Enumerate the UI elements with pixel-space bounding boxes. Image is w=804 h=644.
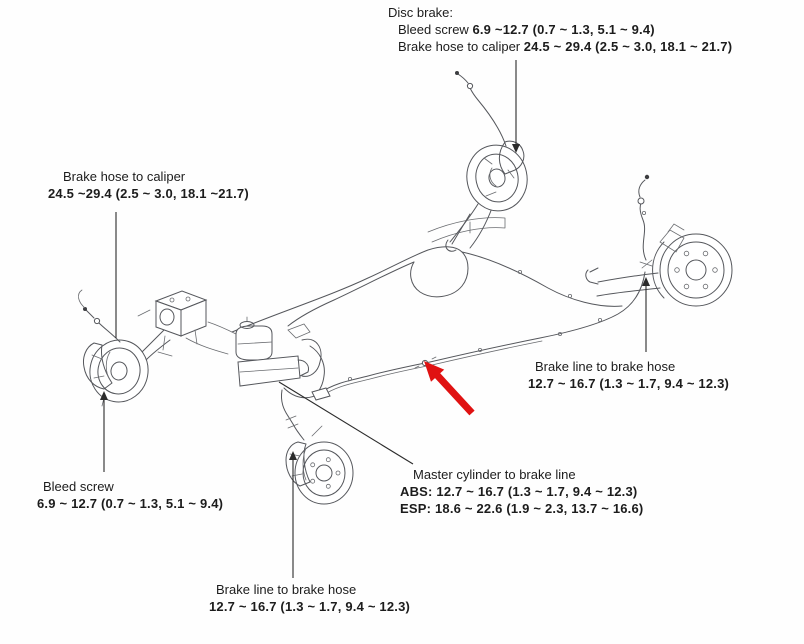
bleed-screw-title: Bleed screw — [43, 479, 114, 494]
label-front-hose: Brake hose to caliper 24.5 ~29.4 (2.5 ~ … — [48, 168, 249, 202]
label-rear-right-line: Brake line to brake hose 12.7 ~ 16.7 (1.… — [528, 358, 729, 392]
rear-left-disc-brake — [285, 415, 354, 505]
label-master-cylinder: Master cylinder to brake line ABS: 12.7 … — [400, 466, 643, 517]
front-right-disc-brake — [445, 71, 528, 252]
disc-brake-hose-text: Brake hose to caliper — [398, 39, 521, 54]
disc-brake-bleed-text: Bleed screw — [398, 22, 469, 37]
front-hose-torque: 24.5 ~29.4 (2.5 ~ 3.0, 18.1 ~21.7) — [48, 186, 249, 201]
red-arrow-icon — [424, 361, 475, 416]
front-left-disc-brake — [78, 289, 171, 407]
disc-brake-bleed-torque: 6.9 ~12.7 (0.7 ~ 1.3, 5.1 ~ 9.4) — [472, 22, 655, 37]
leader-lines — [100, 60, 650, 578]
master-cylinder-abs-torque: ABS: 12.7 ~ 16.7 (1.3 ~ 1.7, 9.4 ~ 12.3) — [400, 484, 638, 499]
bleed-screw-torque: 6.9 ~ 12.7 (0.7 ~ 1.3, 5.1 ~ 9.4) — [37, 496, 224, 511]
rear-right-line-torque: 12.7 ~ 16.7 (1.3 ~ 1.7, 9.4 ~ 12.3) — [528, 376, 730, 391]
front-hose-title: Brake hose to caliper — [63, 169, 186, 184]
master-cylinder-assembly — [235, 316, 331, 401]
disc-brake-hose-torque: 24.5 ~ 29.4 (2.5 ~ 3.0, 18.1 ~ 21.7) — [523, 39, 733, 54]
abs-hecu-unit — [137, 290, 208, 357]
disc-brake-title: Disc brake: — [388, 5, 454, 20]
rear-right-drum-brake — [585, 174, 733, 307]
rear-left-line-title: Brake line to brake hose — [216, 582, 357, 597]
master-cylinder-esp-torque: ESP: 18.6 ~ 22.6 (1.9 ~ 2.3, 13.7 ~ 16.6… — [400, 501, 644, 516]
rear-left-line-torque: 12.7 ~ 16.7 (1.3 ~ 1.7, 9.4 ~ 12.3) — [209, 599, 411, 614]
label-bleed-screw: Bleed screw 6.9 ~ 12.7 (0.7 ~ 1.3, 5.1 ~… — [37, 478, 223, 512]
rear-right-line-title: Brake line to brake hose — [535, 359, 676, 374]
label-disc-brake: Disc brake: Bleed screw 6.9 ~12.7 (0.7 ~… — [388, 4, 732, 55]
label-rear-left-line: Brake line to brake hose 12.7 ~ 16.7 (1.… — [209, 581, 410, 615]
master-cylinder-title: Master cylinder to brake line — [413, 467, 576, 482]
